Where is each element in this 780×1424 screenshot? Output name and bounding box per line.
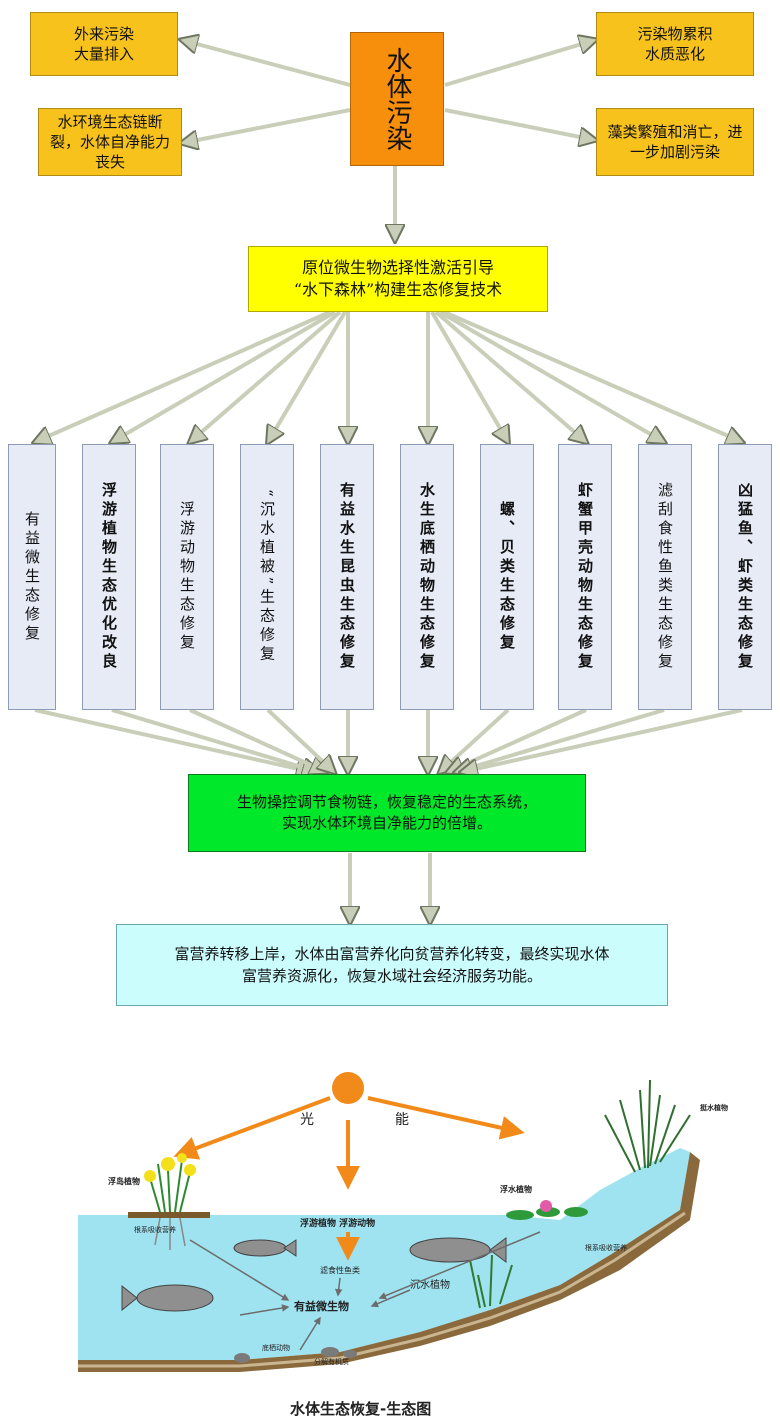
outcome-line-2: 富营养资源化，恢复水域社会经济服务功能。 <box>241 967 542 985</box>
floating-plant-icon <box>506 1200 588 1220</box>
emergent-plant-icon <box>604 1079 691 1173</box>
fish-icon <box>233 1239 297 1257</box>
measure-label: 浮游动物生态修复 <box>178 501 196 653</box>
measure-column: 滤刮食性鱼类生态修复 <box>638 444 692 710</box>
effect-chain-broken: 水环境生态链断裂，水体自净能力丧失 <box>38 108 182 176</box>
measure-label: 有益微生态修复 <box>23 510 41 644</box>
measure-label: 水生底栖动物生态修复 <box>418 482 436 672</box>
measure-label: 滤刮食性鱼类生态修复 <box>656 482 674 672</box>
sediment-edge <box>78 1211 686 1368</box>
water-body <box>78 1148 690 1360</box>
measure-column: 有益微生态修复 <box>8 444 56 710</box>
technique-line-2: “水下森林”构建生态修复技术 <box>293 280 503 299</box>
light-label-1: 光 <box>300 1112 314 1128</box>
measure-label: 螺、贝类生态修复 <box>498 501 516 653</box>
label-microbes: 有益微生物 <box>294 1299 349 1313</box>
measure-label: “沉水植被”生态修复 <box>258 489 276 665</box>
light-arrow-right <box>367 1096 525 1140</box>
final-outcome-box: 富营养转移上岸，水体由富营养化向贫营养化转变，最终实现水体 富营养资源化，恢复水… <box>116 924 668 1006</box>
effect-water-degraded: 污染物累积 水质恶化 <box>596 12 754 76</box>
result-line-1: 生物操控调节食物链，恢复稳定的生态系统， <box>236 793 537 811</box>
food-web-arrows <box>189 1231 541 1351</box>
label-root-absorb-right: 根系吸收营养 <box>585 1243 627 1252</box>
effect-algae-bloom: 藻类繁殖和消亡，进一步加剧污染 <box>596 108 754 176</box>
outcome-line-1: 富营养转移上岸，水体由富营养化向贫营养化转变，最终实现水体 <box>174 945 610 963</box>
ecology-illustration: 光 能 浮岛植物 根系吸收营养 挺水植物 浮水植物 根系吸收营养 沉水植物 <box>78 1072 728 1418</box>
measure-column: 螺、贝类生态修复 <box>480 444 534 710</box>
effect-pollution-inflow: 外来污染 大量排入 <box>30 12 178 76</box>
technique-line-1: 原位微生物选择性激活引导 <box>301 258 494 277</box>
snail-icon <box>234 1347 357 1363</box>
light-arrow-left <box>173 1096 331 1160</box>
restoration-technique-box: 原位微生物选择性激活引导 “水下森林”构建生态修复技术 <box>248 246 548 312</box>
label-floating-plant: 浮水植物 <box>500 1184 532 1194</box>
label-benthic: 底栖动物 <box>262 1343 290 1352</box>
measure-label: 浮游植物生态优化改良 <box>100 482 118 672</box>
water-pollution-box: 水体污染 <box>350 32 444 166</box>
result-line-2: 实现水体环境自净能力的倍增。 <box>281 814 492 832</box>
food-chain-result-box: 生物操控调节食物链，恢复稳定的生态系统， 实现水体环境自净能力的倍增。 <box>188 774 586 852</box>
measure-column: 水生底栖动物生态修复 <box>400 444 454 710</box>
label-floating-island: 浮岛植物 <box>108 1176 140 1186</box>
measure-column: 浮游植物生态优化改良 <box>82 444 136 710</box>
measure-column: 浮游动物生态修复 <box>160 444 214 710</box>
light-label-2: 能 <box>395 1112 409 1128</box>
submerged-plant-icon <box>469 1254 513 1309</box>
label-plankton: 浮游植物 浮游动物 <box>300 1217 375 1229</box>
measure-label: 凶猛鱼、虾类生态修复 <box>736 482 754 672</box>
label-filter-fish: 滤食性鱼类 <box>320 1265 360 1275</box>
arrow-group <box>35 40 742 922</box>
fish-icon <box>121 1284 214 1312</box>
measure-label: 有益水生昆虫生态修复 <box>338 482 356 672</box>
label-submerged: 沉水植物 <box>410 1278 450 1291</box>
label-emergent: 挺水植物 <box>700 1103 728 1112</box>
measure-label: 虾蟹甲壳动物生态修复 <box>576 482 594 672</box>
floating-island-plant-icon <box>128 1153 210 1250</box>
measure-column: “沉水植被”生态修复 <box>240 444 294 710</box>
flow-arrows <box>0 0 780 1010</box>
sun-icon <box>332 1072 364 1104</box>
measure-column: 有益水生昆虫生态修复 <box>320 444 374 710</box>
measure-column: 虾蟹甲壳动物生态修复 <box>558 444 612 710</box>
measure-column: 凶猛鱼、虾类生态修复 <box>718 444 772 710</box>
label-organic: 分解有机质 <box>314 1357 349 1366</box>
ecology-caption: 水体生态恢复-生态图 <box>290 1400 431 1418</box>
label-root-absorb-left: 根系吸收营养 <box>134 1225 176 1234</box>
